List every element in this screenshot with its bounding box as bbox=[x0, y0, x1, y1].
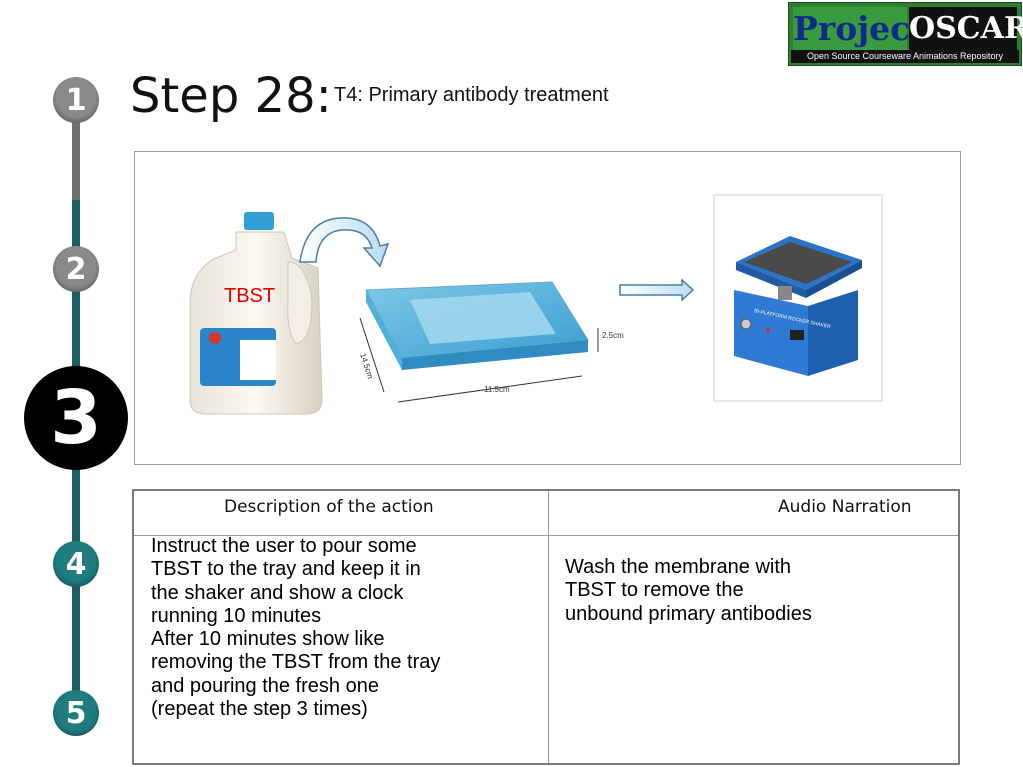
logo-word-oscar: OSCAR bbox=[909, 7, 1023, 51]
timeline-line-segment bbox=[72, 460, 80, 720]
tray-icon: 14.5cm 11.5cm 2.5cm bbox=[350, 268, 632, 408]
table-column-divider bbox=[548, 491, 549, 763]
action-table: Description of the action Audio Narratio… bbox=[132, 489, 960, 765]
step-5-circle[interactable]: 5 bbox=[53, 690, 99, 736]
page-title: Step 28: bbox=[130, 68, 332, 124]
tbst-bottle-icon bbox=[189, 212, 323, 415]
step-number: 5 bbox=[65, 695, 87, 731]
step-number: 3 bbox=[50, 375, 102, 461]
page-subtitle: T4: Primary antibody treatment bbox=[334, 84, 609, 106]
step-2-circle[interactable]: 2 bbox=[53, 246, 99, 292]
step-3-circle-current[interactable]: 3 bbox=[24, 366, 128, 470]
col-description-header: Description of the action bbox=[224, 497, 434, 517]
step-number: 4 bbox=[65, 546, 87, 582]
narration-cell: Wash the membrane with TBST to remove th… bbox=[565, 556, 812, 625]
tray-height-label: 2.5cm bbox=[602, 331, 624, 340]
step-4-circle[interactable]: 4 bbox=[53, 541, 99, 587]
timeline-line-done bbox=[72, 120, 80, 200]
description-cell: Instruct the user to pour some TBST to t… bbox=[151, 535, 441, 721]
right-arrow-icon bbox=[619, 278, 695, 302]
col-narration-header: Audio Narration bbox=[778, 497, 912, 517]
curved-arrow-icon bbox=[299, 217, 390, 268]
table-header-row bbox=[134, 491, 958, 536]
tray-width-label: 11.5cm bbox=[484, 385, 510, 394]
rocker-shaker-icon: BI-PLATFORM ROCKER SHAKER bbox=[713, 194, 883, 402]
step-1-circle[interactable]: 1 bbox=[53, 77, 99, 123]
project-oscar-logo: Project OSCAR Open Source Courseware Ani… bbox=[788, 2, 1023, 66]
logo-word-project: Project bbox=[793, 7, 925, 51]
step-number: 2 bbox=[65, 251, 87, 287]
tbst-label: TBST bbox=[224, 285, 276, 307]
logo-tagline: Open Source Courseware Animations Reposi… bbox=[791, 50, 1019, 63]
step-number: 1 bbox=[65, 82, 87, 118]
